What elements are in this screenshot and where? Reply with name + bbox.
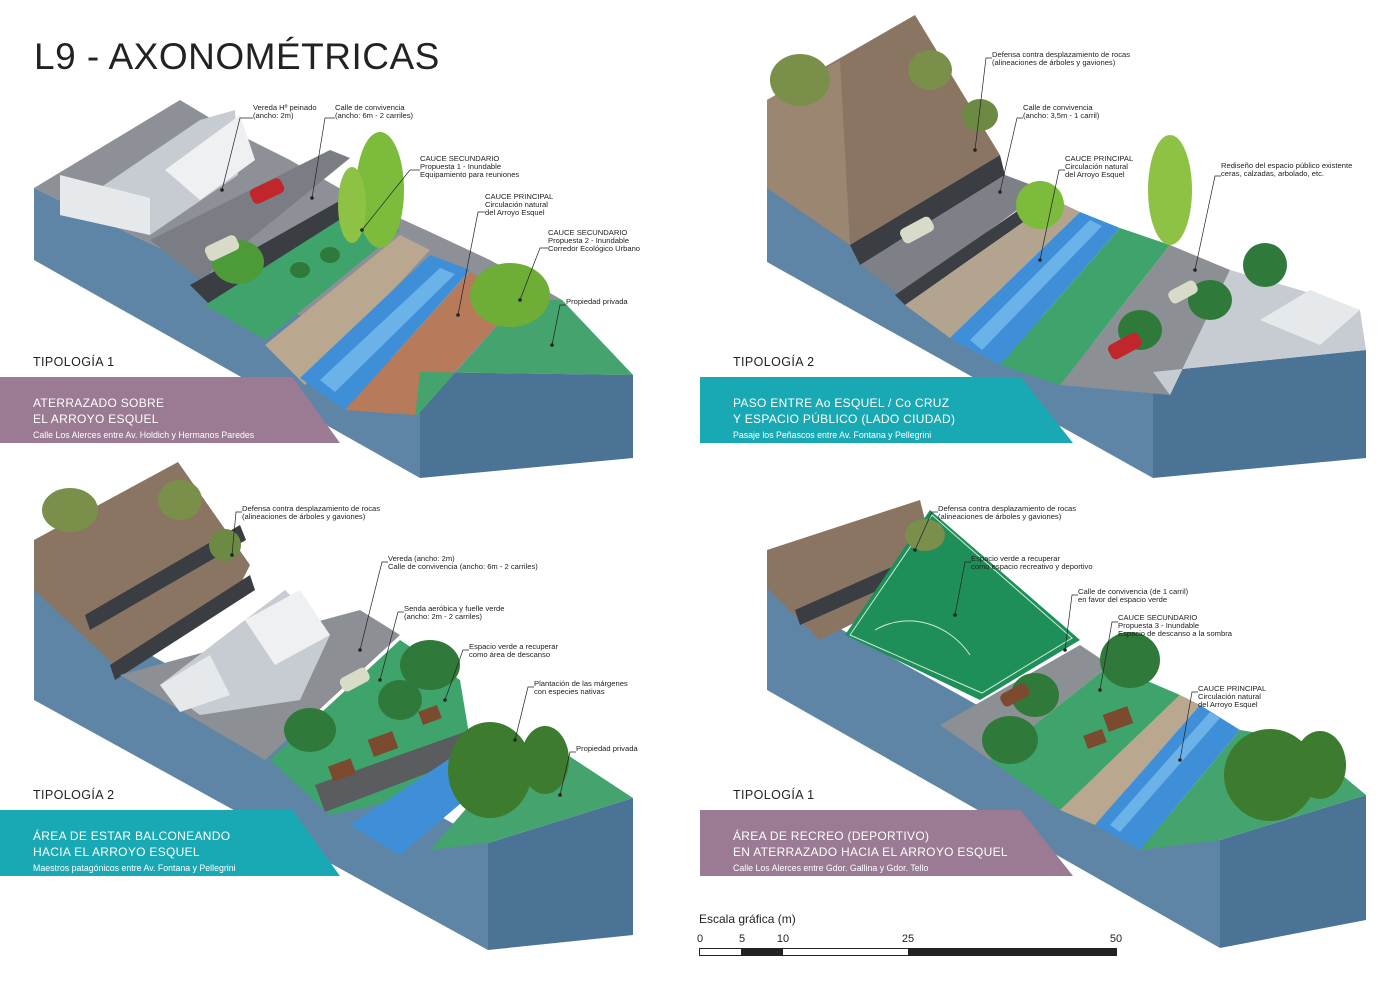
annotation-plantacion: Plantación de las márgenes con especies … (534, 679, 628, 697)
tipologia-label: TIPOLOGÍA 2 (733, 355, 815, 369)
annotation-vereda: Vereda Hº peinado (ancho: 2m) (253, 103, 317, 121)
scale-tick-label: 50 (1109, 933, 1123, 945)
banner-line-1: ATERRAZADO SOBRE (33, 396, 165, 410)
typology-banner: ÁREA DE ESTAR BALCONEANDO HACIA EL ARROY… (0, 810, 340, 876)
banner-location: Calle Los Alerces entre Av. Holdich y He… (33, 430, 255, 440)
typology-banner: PASO ENTRE Ao ESQUEL / Co CRUZ Y ESPACIO… (700, 377, 1073, 443)
annotation-cauce-secundario-2: CAUCE SECUNDARIO Propuesta 2 - Inundable… (548, 228, 641, 254)
annotation-calle: Calle de convivencia (ancho: 3,5m - 1 ca… (1023, 103, 1100, 121)
annotation-defensa-rocas: Defensa contra desplazamiento de rocas (… (938, 504, 1077, 522)
panel-tipologia-2-area-estar: Defensa contra desplazamiento de rocas (… (0, 440, 700, 960)
typology-banner: ÁREA DE RECREO (DEPORTIVO) EN ATERRAZADO… (700, 810, 1073, 876)
banner-line-2: EL ARROYO ESQUEL (33, 412, 159, 426)
annotation-cauce-principal: CAUCE PRINCIPAL Circulación natural del … (1198, 684, 1267, 710)
banner-line-1: ÁREA DE RECREO (DEPORTIVO) (733, 829, 930, 843)
axonometric-scene (767, 500, 1366, 948)
annotation-defensa-rocas: Defensa contra desplazamiento de rocas (… (242, 504, 381, 522)
axonometric-scene (767, 15, 1366, 478)
tipologia-label: TIPOLOGÍA 1 (733, 788, 815, 802)
banner-line-2: EN ATERRAZADO HACIA EL ARROYO ESQUEL (733, 845, 1008, 859)
annotation-propiedad-privada: Propiedad privada (566, 297, 628, 306)
tipologia-label: TIPOLOGÍA 1 (33, 355, 115, 369)
scale-title: Escala gráfica (m) (699, 912, 796, 926)
annotation-cauce-principal: CAUCE PRINCIPAL Circulación natural del … (1065, 154, 1134, 180)
scale-tick-label: 25 (901, 933, 915, 945)
annotation-calle: Calle de convivencia (ancho: 6m - 2 carr… (335, 103, 414, 121)
scale-tick-label: 10 (776, 933, 790, 945)
annotation-cauce-principal: CAUCE PRINCIPAL Circulación natural del … (485, 192, 554, 218)
axonometric-scene (34, 100, 633, 478)
page-title: L9 - AXONOMÉTRICAS (34, 36, 440, 77)
annotation-vereda-calle: Vereda (ancho: 2m) Calle de convivencia … (388, 554, 538, 572)
annotation-cauce-secundario-1: CAUCE SECUNDARIO Propuesta 1 - Inundable… (420, 154, 520, 180)
tipologia-label: TIPOLOGÍA 2 (33, 788, 115, 802)
banner-line-2: HACIA EL ARROYO ESQUEL (33, 845, 200, 859)
banner-location: Calle Los Alerces entre Gdor. Gallina y … (733, 863, 929, 873)
annotation-senda-aerobica: Senda aeróbica y fuelle verde (ancho: 2m… (404, 604, 505, 622)
graphic-scale: Escala gráfica (m) 0 5 10 25 50 (696, 908, 1129, 968)
annotation-espacio-verde: Espacio verde a recuperar como área de d… (469, 642, 559, 660)
annotation-defensa-rocas: Defensa contra desplazamiento de rocas (… (992, 50, 1131, 68)
banner-location: Pasaje los Peñascos entre Av. Fontana y … (733, 430, 932, 440)
panel-tipologia-1-area-recreo: Defensa contra desplazamiento de rocas (… (700, 440, 1400, 960)
annotation-propiedad-privada: Propiedad privada (576, 744, 638, 753)
panel-tipologia-1-aterrazado: Vereda Hº peinado (ancho: 2m) Calle de c… (0, 0, 700, 480)
annotation-espacio-verde: Espacio verde a recuperar como espacio r… (971, 554, 1093, 572)
banner-line-1: PASO ENTRE Ao ESQUEL / Co CRUZ (733, 396, 950, 410)
axonometric-scene (34, 462, 633, 950)
scale-tick-label: 5 (738, 933, 746, 945)
banner-line-1: ÁREA DE ESTAR BALCONEANDO (33, 829, 231, 843)
banner-location: Maestros patagónicos entre Av. Fontana y… (33, 863, 236, 873)
annotation-rediseno: Rediseño del espacio público existente c… (1221, 161, 1353, 179)
annotation-cauce-secundario-3: CAUCE SECUNDARIO Propuesta 3 - Inundable… (1118, 613, 1232, 639)
banner-line-2: Y ESPACIO PÚBLICO (LADO CIUDAD) (733, 412, 956, 426)
scale-tick-label: 0 (696, 933, 704, 945)
annotation-calle: Calle de convivencia (de 1 carril) en fa… (1078, 587, 1189, 605)
typology-banner: ATERRAZADO SOBRE EL ARROYO ESQUEL Calle … (0, 377, 340, 443)
panel-tipologia-2-paso: Defensa contra desplazamiento de rocas (… (700, 0, 1400, 480)
scale-bar (699, 948, 1117, 956)
